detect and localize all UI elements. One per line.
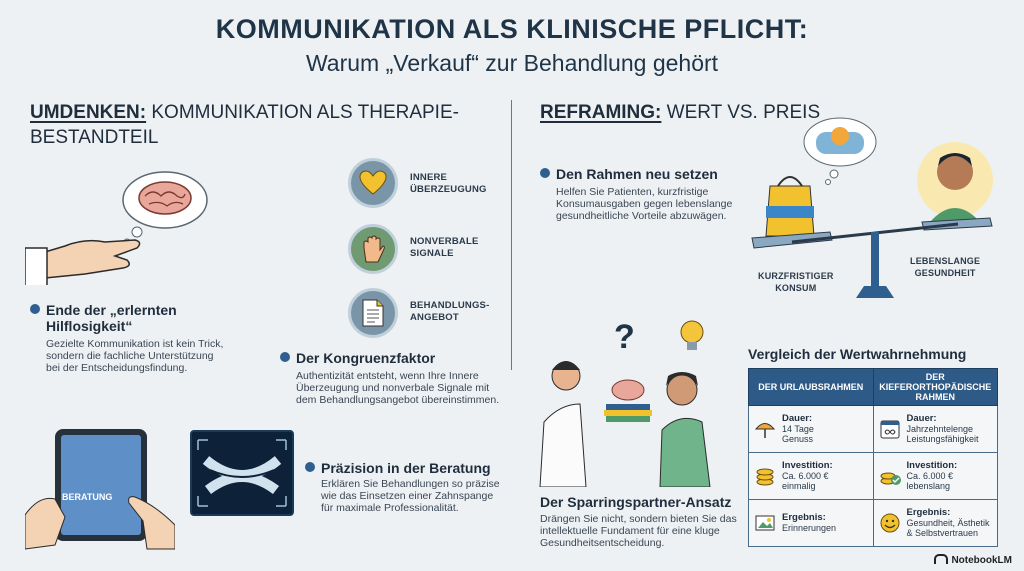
xray-teeth-illustration (190, 430, 294, 516)
question-mark: ? (614, 318, 635, 356)
notebooklm-logo-icon (934, 554, 949, 564)
bullet-dot (30, 304, 40, 314)
point-reframe-title: Den Rahmen neu setzen (540, 166, 718, 182)
lightbulb-icon (680, 320, 704, 350)
label-treatment-offer: BEHANDLUNGS-ANGEBOT (410, 300, 490, 323)
calendar-infinity-icon (880, 420, 899, 439)
notebooklm-badge: NotebookLM (934, 554, 1012, 566)
page-title: KOMMUNIKATION ALS KLINISCHE PFLICHT: (215, 14, 809, 44)
tablet-illustration (25, 429, 175, 550)
photo-icon (755, 515, 775, 531)
tablet-label: BERATUNG (62, 492, 113, 502)
hand-circle (348, 224, 398, 274)
point-congruence-title: Der Kongruenzfaktor (280, 350, 435, 366)
document-circle (348, 288, 398, 338)
comparison-title: Vergleich der Wertwahrnehmung (748, 346, 967, 362)
balance-scale-illustration (751, 117, 993, 298)
column-divider (511, 100, 512, 370)
hand-icon (363, 235, 385, 263)
brain-icon (138, 181, 192, 215)
umbrella-icon (754, 423, 776, 438)
table-row: Ergebnis:Erinnerungen Ergebnis:Gesundhei… (748, 499, 998, 547)
point-sparring-body: Drängen Sie nicht, sondern bieten Sie da… (540, 513, 737, 549)
point-learned-helplessness-body: Gezielte Kommunikation ist kein Trick,so… (46, 338, 224, 374)
bullet-dot (305, 462, 315, 472)
left-heading: UMDENKEN: KOMMUNIKATION ALS THERAPIE- BE… (30, 102, 459, 148)
coins-icon (756, 468, 774, 486)
coins-check-icon (880, 472, 901, 485)
bullet-dot (540, 168, 550, 178)
point-congruence-body: Authentizität entsteht, wenn Ihre Innere… (296, 370, 500, 406)
table-row: Investition:Ca. 6.000 €einmalig Investit… (748, 452, 998, 500)
point-sparring-title: Der Sparringspartner-Ansatz (540, 494, 732, 510)
right-heading: REFRAMING: WERT VS. PREIS (540, 102, 821, 123)
smile-icon (880, 513, 899, 533)
sparring-partner-illustration: ? (539, 318, 711, 487)
point-precision-title: Präzision in der Beratung (305, 460, 491, 476)
hand-brain-illustration (25, 171, 208, 285)
bullet-dot (280, 352, 290, 362)
col-vacation: DER URLAUBSRAHMEN (748, 368, 874, 406)
heart-icon (359, 170, 387, 195)
document-icon (362, 299, 384, 327)
table-header-row: DER URLAUBSRAHMEN DER KIEFERORTHOPÄDISCH… (748, 368, 998, 406)
comparison-table: DER URLAUBSRAHMEN DER KIEFERORTHOPÄDISCH… (748, 368, 998, 547)
page-subtitle: Warum „Verkauf“ zur Behandlung gehört (305, 50, 719, 76)
heart-circle (348, 158, 398, 208)
